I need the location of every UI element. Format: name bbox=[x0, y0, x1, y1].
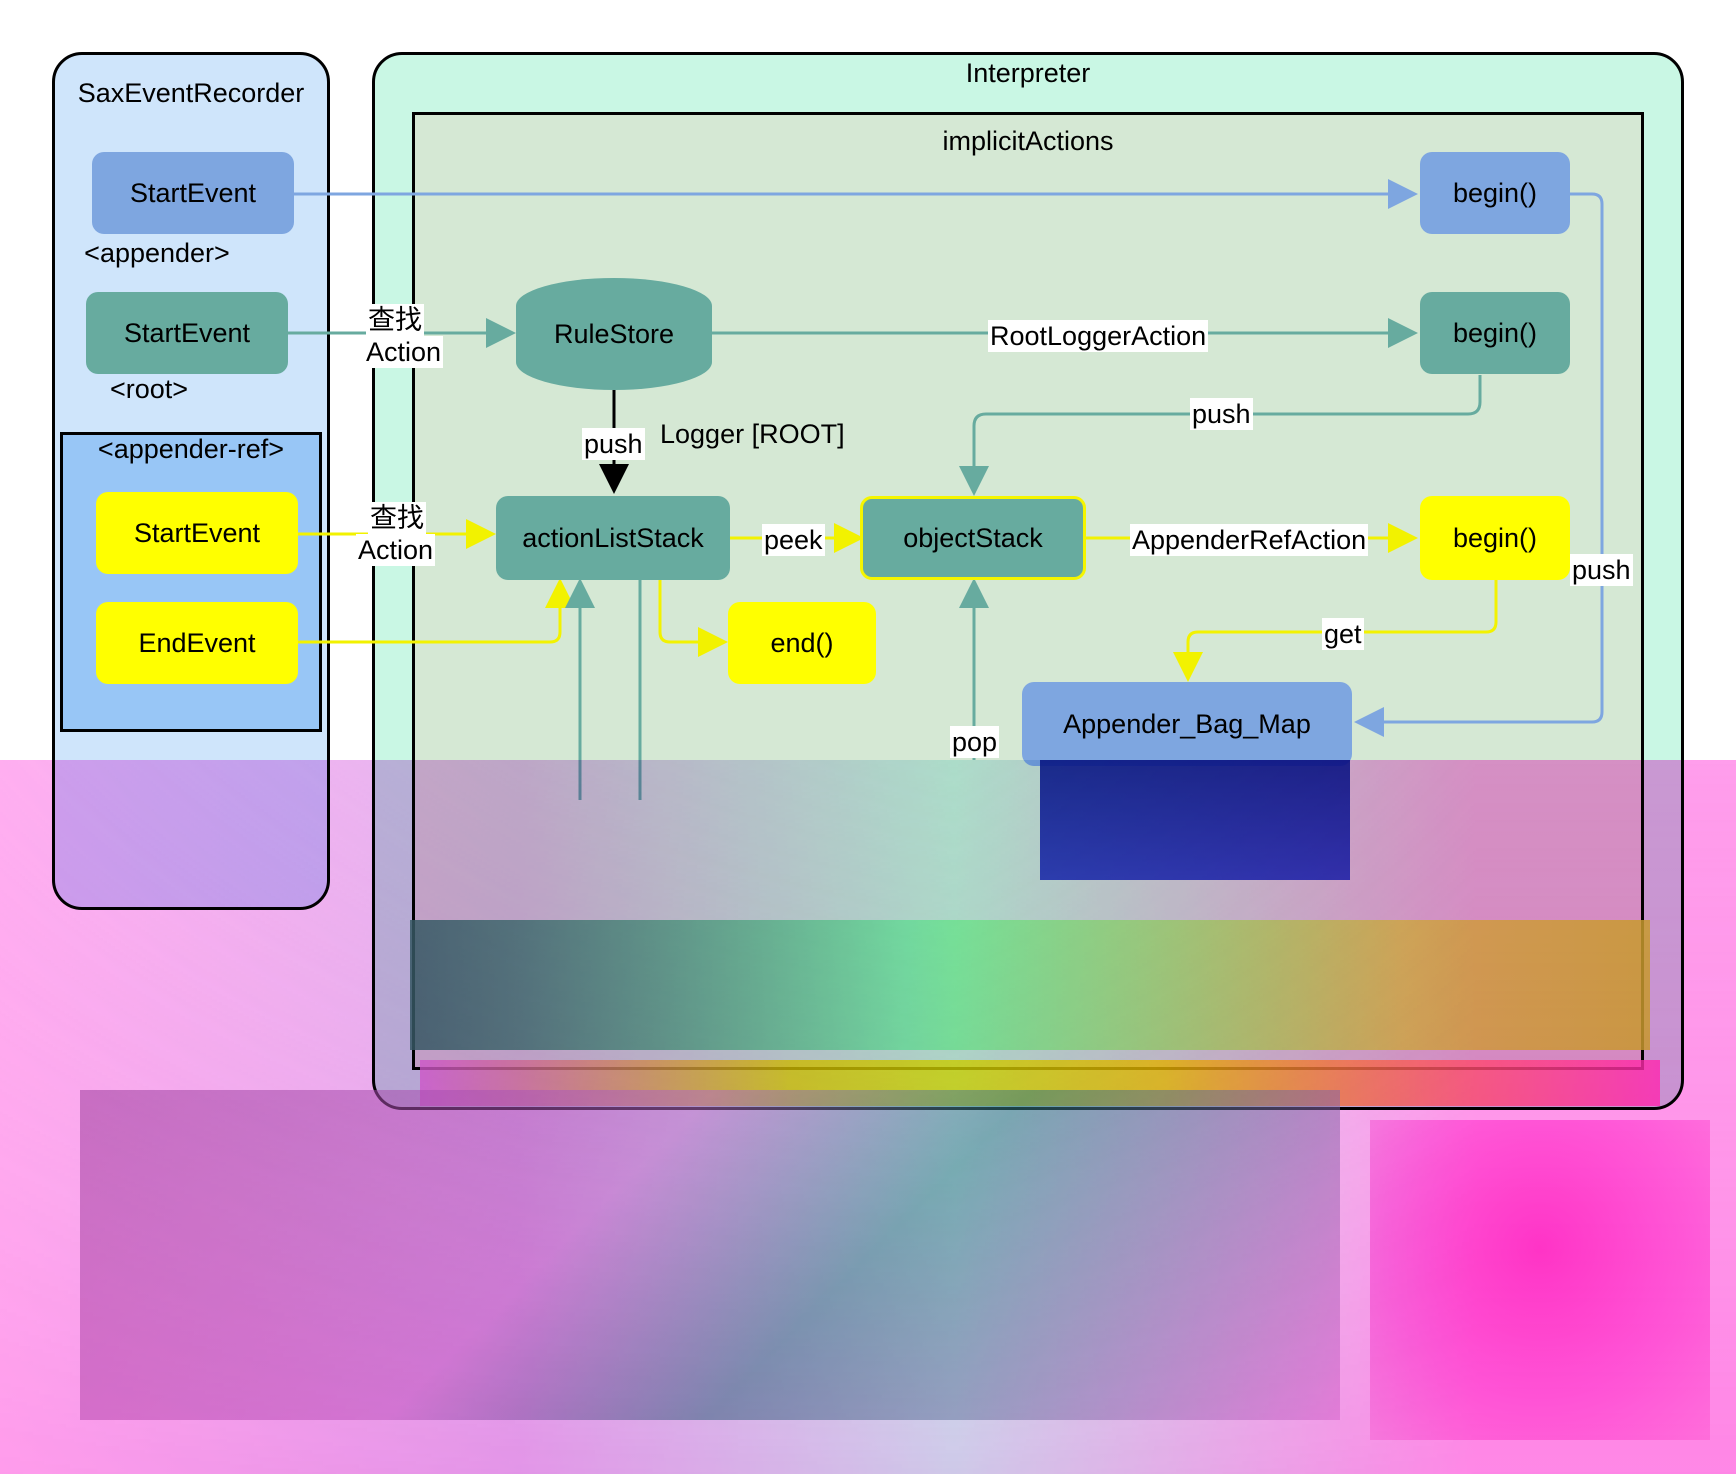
begin-appender[interactable]: begin() bbox=[1420, 152, 1570, 234]
appender-bag-map[interactable]: Appender_Bag_Map bbox=[1022, 682, 1352, 766]
root-tag: <root> bbox=[84, 362, 214, 416]
start-event-appender-ref[interactable]: StartEvent bbox=[96, 492, 298, 574]
implicit-actions-title: implicitActions bbox=[942, 126, 1114, 156]
edge-actionlist-to-end bbox=[658, 580, 728, 657]
label-root-logger-action: RootLoggerAction bbox=[988, 320, 1209, 352]
rule-store[interactable]: RuleStore bbox=[516, 278, 712, 390]
label-pop: pop bbox=[950, 726, 1000, 758]
end-event[interactable]: EndEvent bbox=[96, 602, 298, 684]
appender-tag: <appender> bbox=[82, 226, 232, 280]
action-list-stack[interactable]: actionListStack bbox=[496, 496, 730, 580]
label-logger-root: Logger [ROOT] bbox=[660, 419, 845, 449]
edge-begin-to-objectstack bbox=[959, 375, 1482, 496]
start-event-appender[interactable]: StartEvent bbox=[92, 152, 294, 234]
label-push-bag-map: push bbox=[1570, 554, 1633, 586]
object-stack[interactable]: objectStack bbox=[860, 496, 1086, 580]
sax-event-recorder-title: SaxEventRecorder bbox=[77, 78, 305, 108]
begin-appender-ref[interactable]: begin() bbox=[1420, 496, 1570, 580]
interpreter-title: Interpreter bbox=[965, 58, 1091, 88]
corrupted-region-overlay bbox=[0, 760, 1736, 1474]
label-appender-ref-action: AppenderRefAction bbox=[1130, 524, 1369, 556]
label-lookup-1-line1: 查找 bbox=[366, 304, 424, 336]
label-get: get bbox=[1322, 618, 1364, 650]
label-push-actionlist: push bbox=[582, 428, 645, 460]
label-lookup-1-line2: Action bbox=[364, 336, 444, 368]
appender-ref-group-title: <appender-ref> bbox=[97, 434, 285, 464]
label-lookup-2-line2: Action bbox=[356, 534, 436, 566]
label-lookup-2-line1: 查找 bbox=[368, 502, 426, 534]
start-event-root[interactable]: StartEvent bbox=[86, 292, 288, 374]
end-method[interactable]: end() bbox=[728, 602, 876, 684]
label-peek: peek bbox=[762, 524, 825, 556]
edge-endevent-to-actionlist bbox=[298, 578, 575, 644]
begin-root-logger[interactable]: begin() bbox=[1420, 292, 1570, 374]
edge-begin-to-bag-map bbox=[1354, 192, 1604, 737]
label-push-objectstack: push bbox=[1190, 398, 1253, 430]
